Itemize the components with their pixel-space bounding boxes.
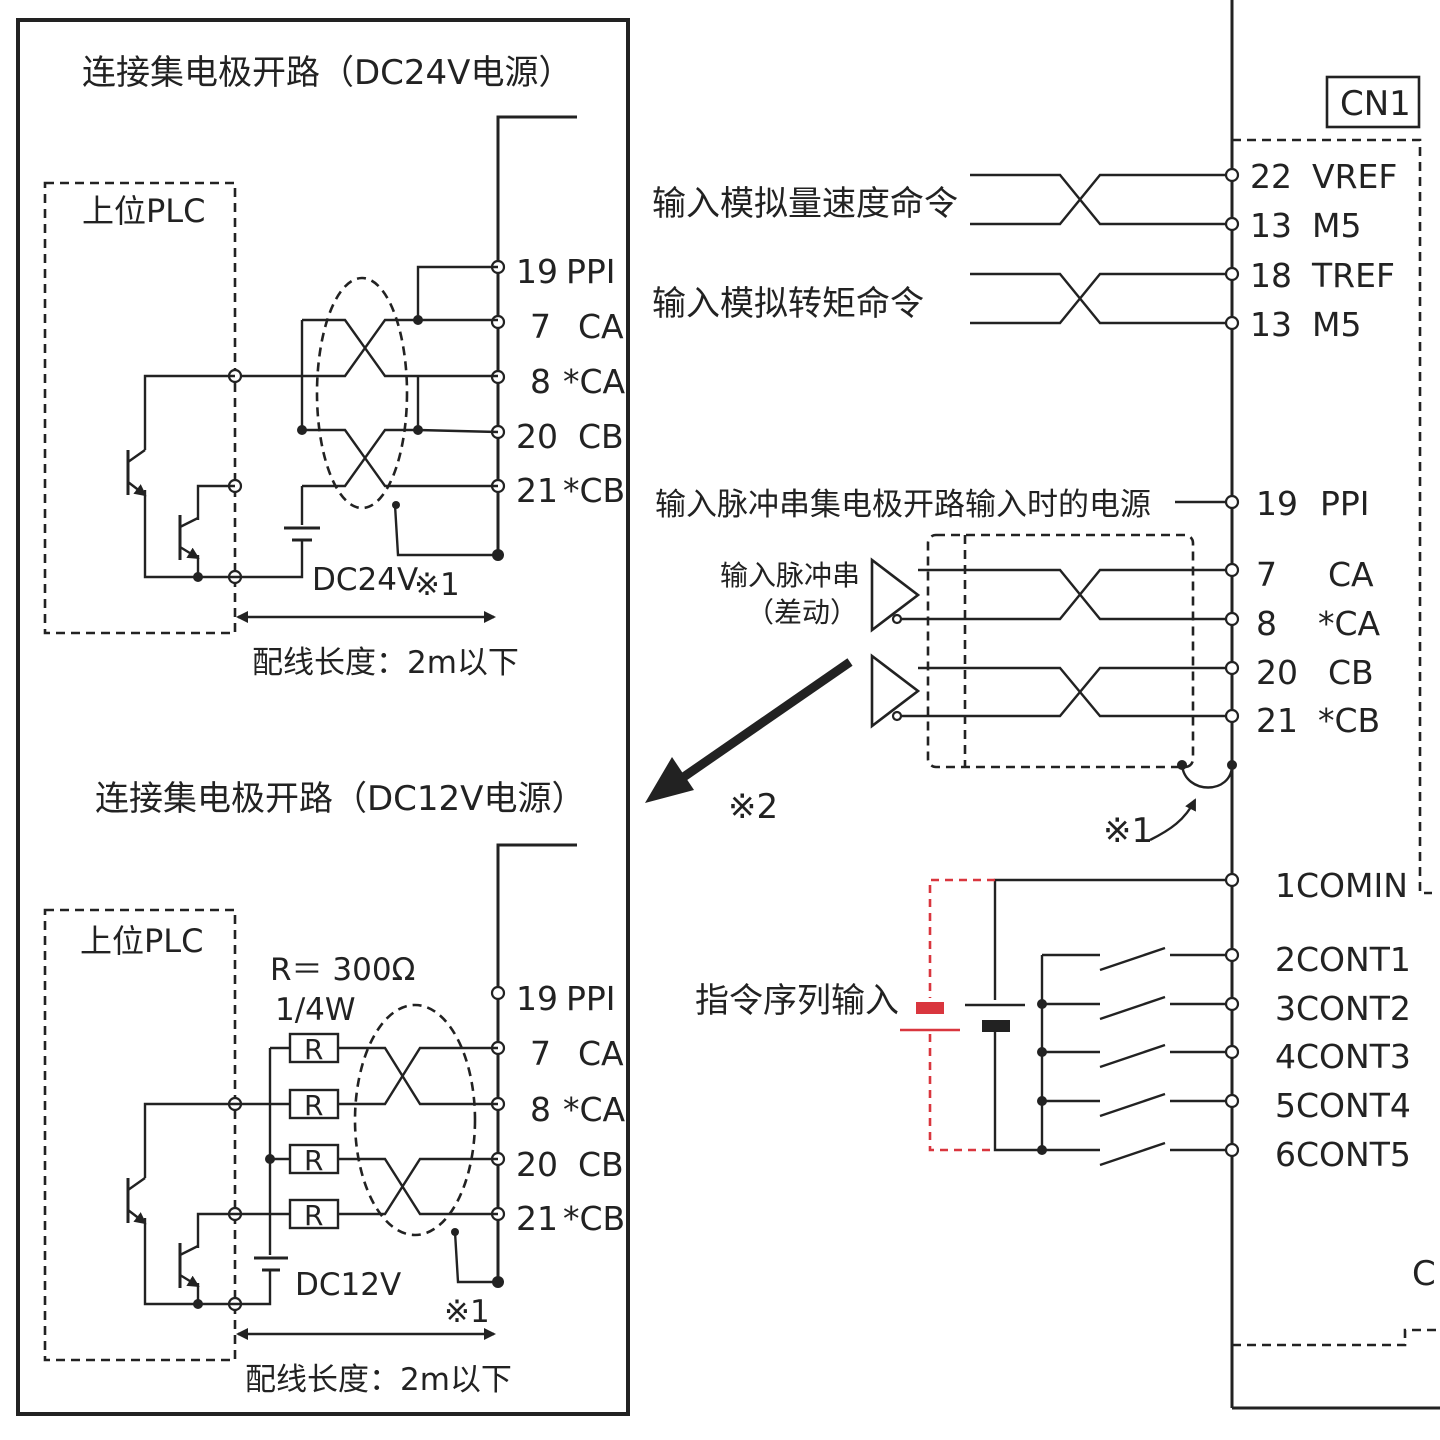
note2-label: ※2 [728, 787, 778, 827]
pin-name: *CB [563, 471, 625, 510]
pin-name: PPI [566, 252, 616, 291]
pin-name: CA [578, 307, 624, 346]
left-frame [16, 18, 630, 1416]
pin-num: 21 [516, 1199, 558, 1238]
pin-name: CB [1328, 653, 1374, 692]
plc-label-24v: 上位PLC [82, 192, 205, 230]
seq-input-label: 6CONT5 [1275, 1135, 1411, 1174]
plc-box-12v [43, 908, 237, 1362]
pin-name: *CB [1318, 701, 1380, 740]
common-input-label: 1COMIN [1275, 866, 1408, 905]
pin-num: 13 [1250, 305, 1292, 344]
pulse-diff-label: （差动） [746, 596, 858, 629]
source-label-24v: DC24V [312, 562, 418, 598]
plc-box-24v [43, 181, 237, 635]
panel-12v: 连接集电极开路（DC12V电源） 上位PLC R＝ 300Ω 1/4W 19 P… [43, 779, 626, 1398]
pin-num: 21 [1256, 701, 1298, 740]
resistor-symbol: R [304, 1089, 323, 1122]
pin-name: PPI [566, 979, 616, 1018]
pin-num: 20 [516, 1145, 558, 1184]
note-ref-12v: ※1 [444, 1294, 490, 1330]
pin-name: PPI [1320, 484, 1370, 523]
panel-24v: 连接集电极开路（DC24V电源） 上位PLC 19 PPI 7 CA 8 *CA… [43, 53, 626, 681]
resistor-value: R＝ 300Ω [270, 952, 415, 988]
pin-name: TREF [1311, 256, 1395, 295]
pin-num: 7 [530, 1034, 551, 1073]
pin-num: 19 [516, 252, 558, 291]
pin-name: *CB [563, 1199, 625, 1238]
pin-name: CB [578, 417, 624, 456]
pin-num: 19 [1256, 484, 1298, 523]
wiring-length-12v: 配线长度：2m以下 [245, 1362, 512, 1398]
pin-name: *CA [563, 362, 626, 401]
pin-num: 21 [516, 471, 558, 510]
pin-num: 8 [1256, 604, 1277, 643]
pin-name: CA [1328, 555, 1374, 594]
seq-input-label: 4CONT3 [1275, 1037, 1411, 1076]
pin-num: 20 [1256, 653, 1298, 692]
pin-num: 7 [1256, 555, 1277, 594]
seq-input-label: 5CONT4 [1275, 1086, 1411, 1125]
torque-command-label: 输入模拟转矩命令 [652, 284, 924, 324]
seq-input-label: 3CONT2 [1275, 989, 1411, 1028]
seq-input-label: 2CONT1 [1275, 940, 1411, 979]
note1-label: ※1 [1103, 811, 1153, 851]
pin-num: 13 [1250, 206, 1292, 245]
sequence-input-label: 指令序列输入 [695, 981, 899, 1021]
pin-name: M5 [1312, 206, 1361, 245]
pin-num: 22 [1250, 157, 1292, 196]
pin-num: 19 [516, 979, 558, 1018]
cn1-connector: CN1 C 22 VREF 13 M5 18 TREF 13 M5 输入模拟量速… [645, 0, 1440, 1410]
pin-name: *CA [563, 1090, 626, 1129]
pin-num: 20 [516, 417, 558, 456]
pin-num: 18 [1250, 256, 1292, 295]
panel-12v-title: 连接集电极开路（DC12V电源） [95, 779, 585, 819]
connector-name: CN1 [1340, 84, 1411, 124]
plc-label-12v: 上位PLC [80, 922, 203, 960]
pin-num: 8 [530, 1090, 551, 1129]
pin-name: *CA [1318, 604, 1381, 643]
pulse-power-label: 输入脉冲串集电极开路输入时的电源 [655, 487, 1151, 523]
pulse-train-label: 输入脉冲串 [720, 559, 860, 592]
resistor-symbol: R [304, 1033, 323, 1066]
pin-name: VREF [1312, 157, 1397, 196]
pin-num: 7 [530, 307, 551, 346]
panel-24v-title: 连接集电极开路（DC24V电源） [82, 53, 572, 93]
connector-cut-label: C [1412, 1254, 1436, 1294]
resistor-symbol: R [304, 1144, 323, 1177]
pin-name: CB [578, 1145, 624, 1184]
speed-command-label: 输入模拟量速度命令 [652, 184, 958, 224]
pin-name: M5 [1312, 305, 1361, 344]
source-label-12v: DC12V [295, 1267, 401, 1303]
note-ref-24v: ※1 [414, 567, 460, 603]
pin-num: 8 [530, 362, 551, 401]
pin-name: CA [578, 1034, 624, 1073]
wiring-length-24v: 配线长度：2m以下 [252, 645, 519, 681]
resistor-symbol: R [304, 1199, 323, 1232]
resistor-power: 1/4W [275, 992, 356, 1028]
